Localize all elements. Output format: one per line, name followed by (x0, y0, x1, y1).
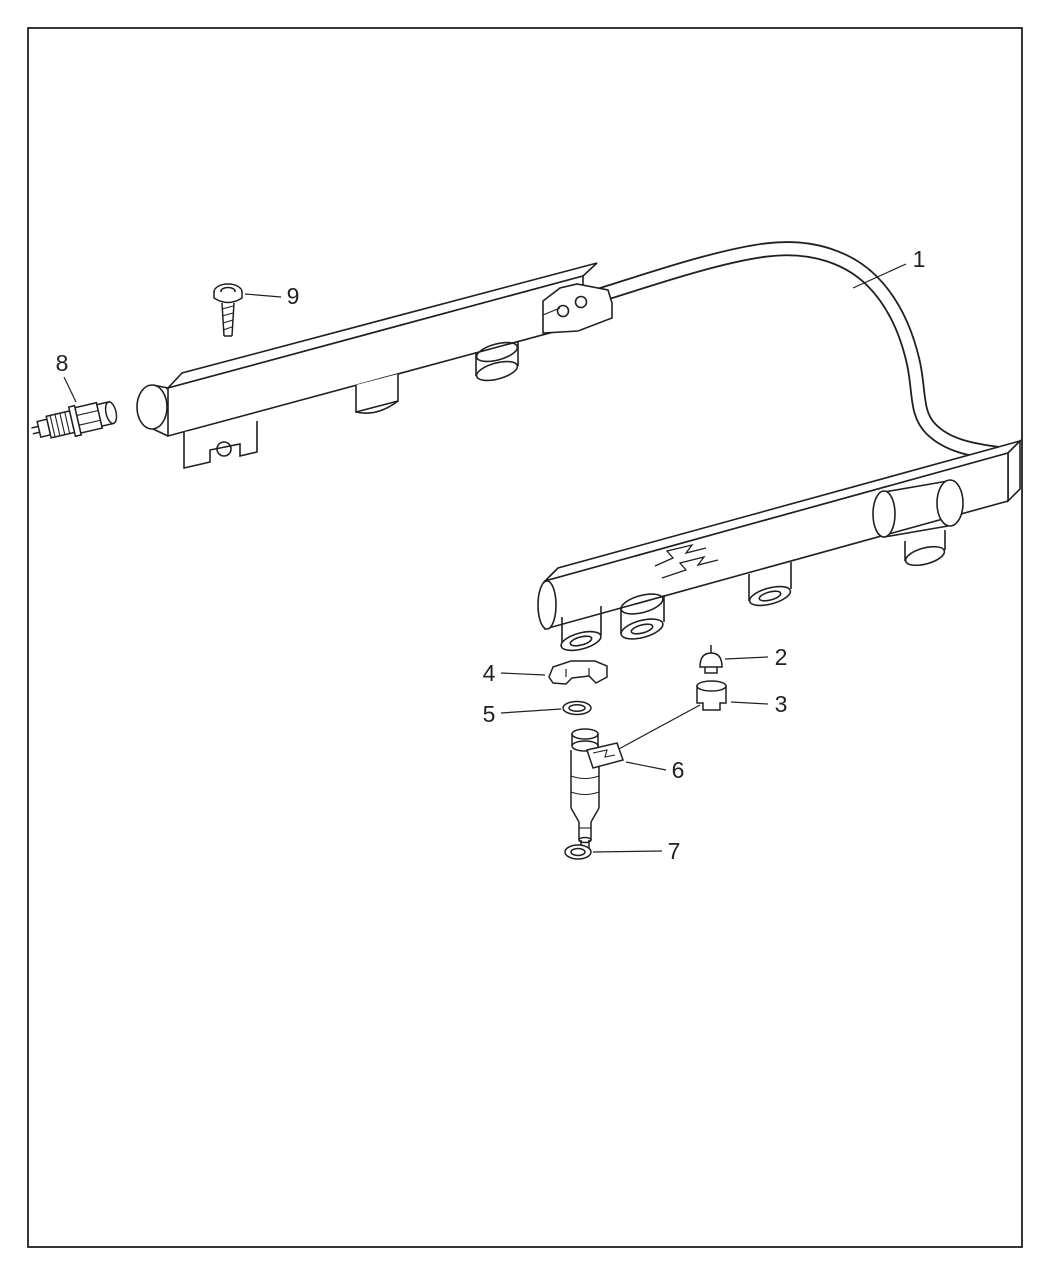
mounting-screw (213, 283, 243, 337)
callout-labels: 1 2 3 4 5 6 7 8 9 (56, 246, 926, 864)
fuel-injector (570, 728, 624, 849)
callout-5-label: 5 (483, 701, 496, 727)
callout-9-label: 9 (287, 283, 300, 309)
leader-line-3 (730, 701, 769, 705)
callout-3-label: 3 (775, 691, 788, 717)
o-ring-upper (562, 700, 592, 716)
callout-1-label: 1 (913, 246, 926, 272)
retaining-clip (548, 660, 608, 685)
leader-line-4 (500, 672, 546, 676)
assembly-line-clip-to-injector (616, 704, 701, 751)
upper-fuel-rail (136, 262, 613, 470)
leader-line-1 (852, 263, 907, 289)
callout-4-label: 4 (483, 660, 496, 686)
diagram-border (27, 27, 1023, 1248)
callout-7-label: 7 (668, 838, 681, 864)
cap-plug (699, 645, 723, 674)
leader-line-8 (63, 376, 77, 403)
pressure-sensor (31, 401, 118, 439)
leader-line-6 (625, 761, 667, 771)
leader-line-5 (500, 708, 562, 714)
o-ring-lower (564, 844, 592, 860)
callout-6-label: 6 (672, 757, 685, 783)
injector-clip (696, 680, 727, 711)
callout-8-label: 8 (56, 350, 69, 376)
callout-2-label: 2 (775, 644, 788, 670)
leader-lines (63, 263, 907, 853)
leader-line-2 (724, 656, 769, 660)
leader-line-7 (592, 850, 663, 853)
leader-line-9 (244, 293, 282, 298)
crossover-tube (597, 241, 1003, 462)
lower-fuel-rail (537, 439, 1023, 652)
